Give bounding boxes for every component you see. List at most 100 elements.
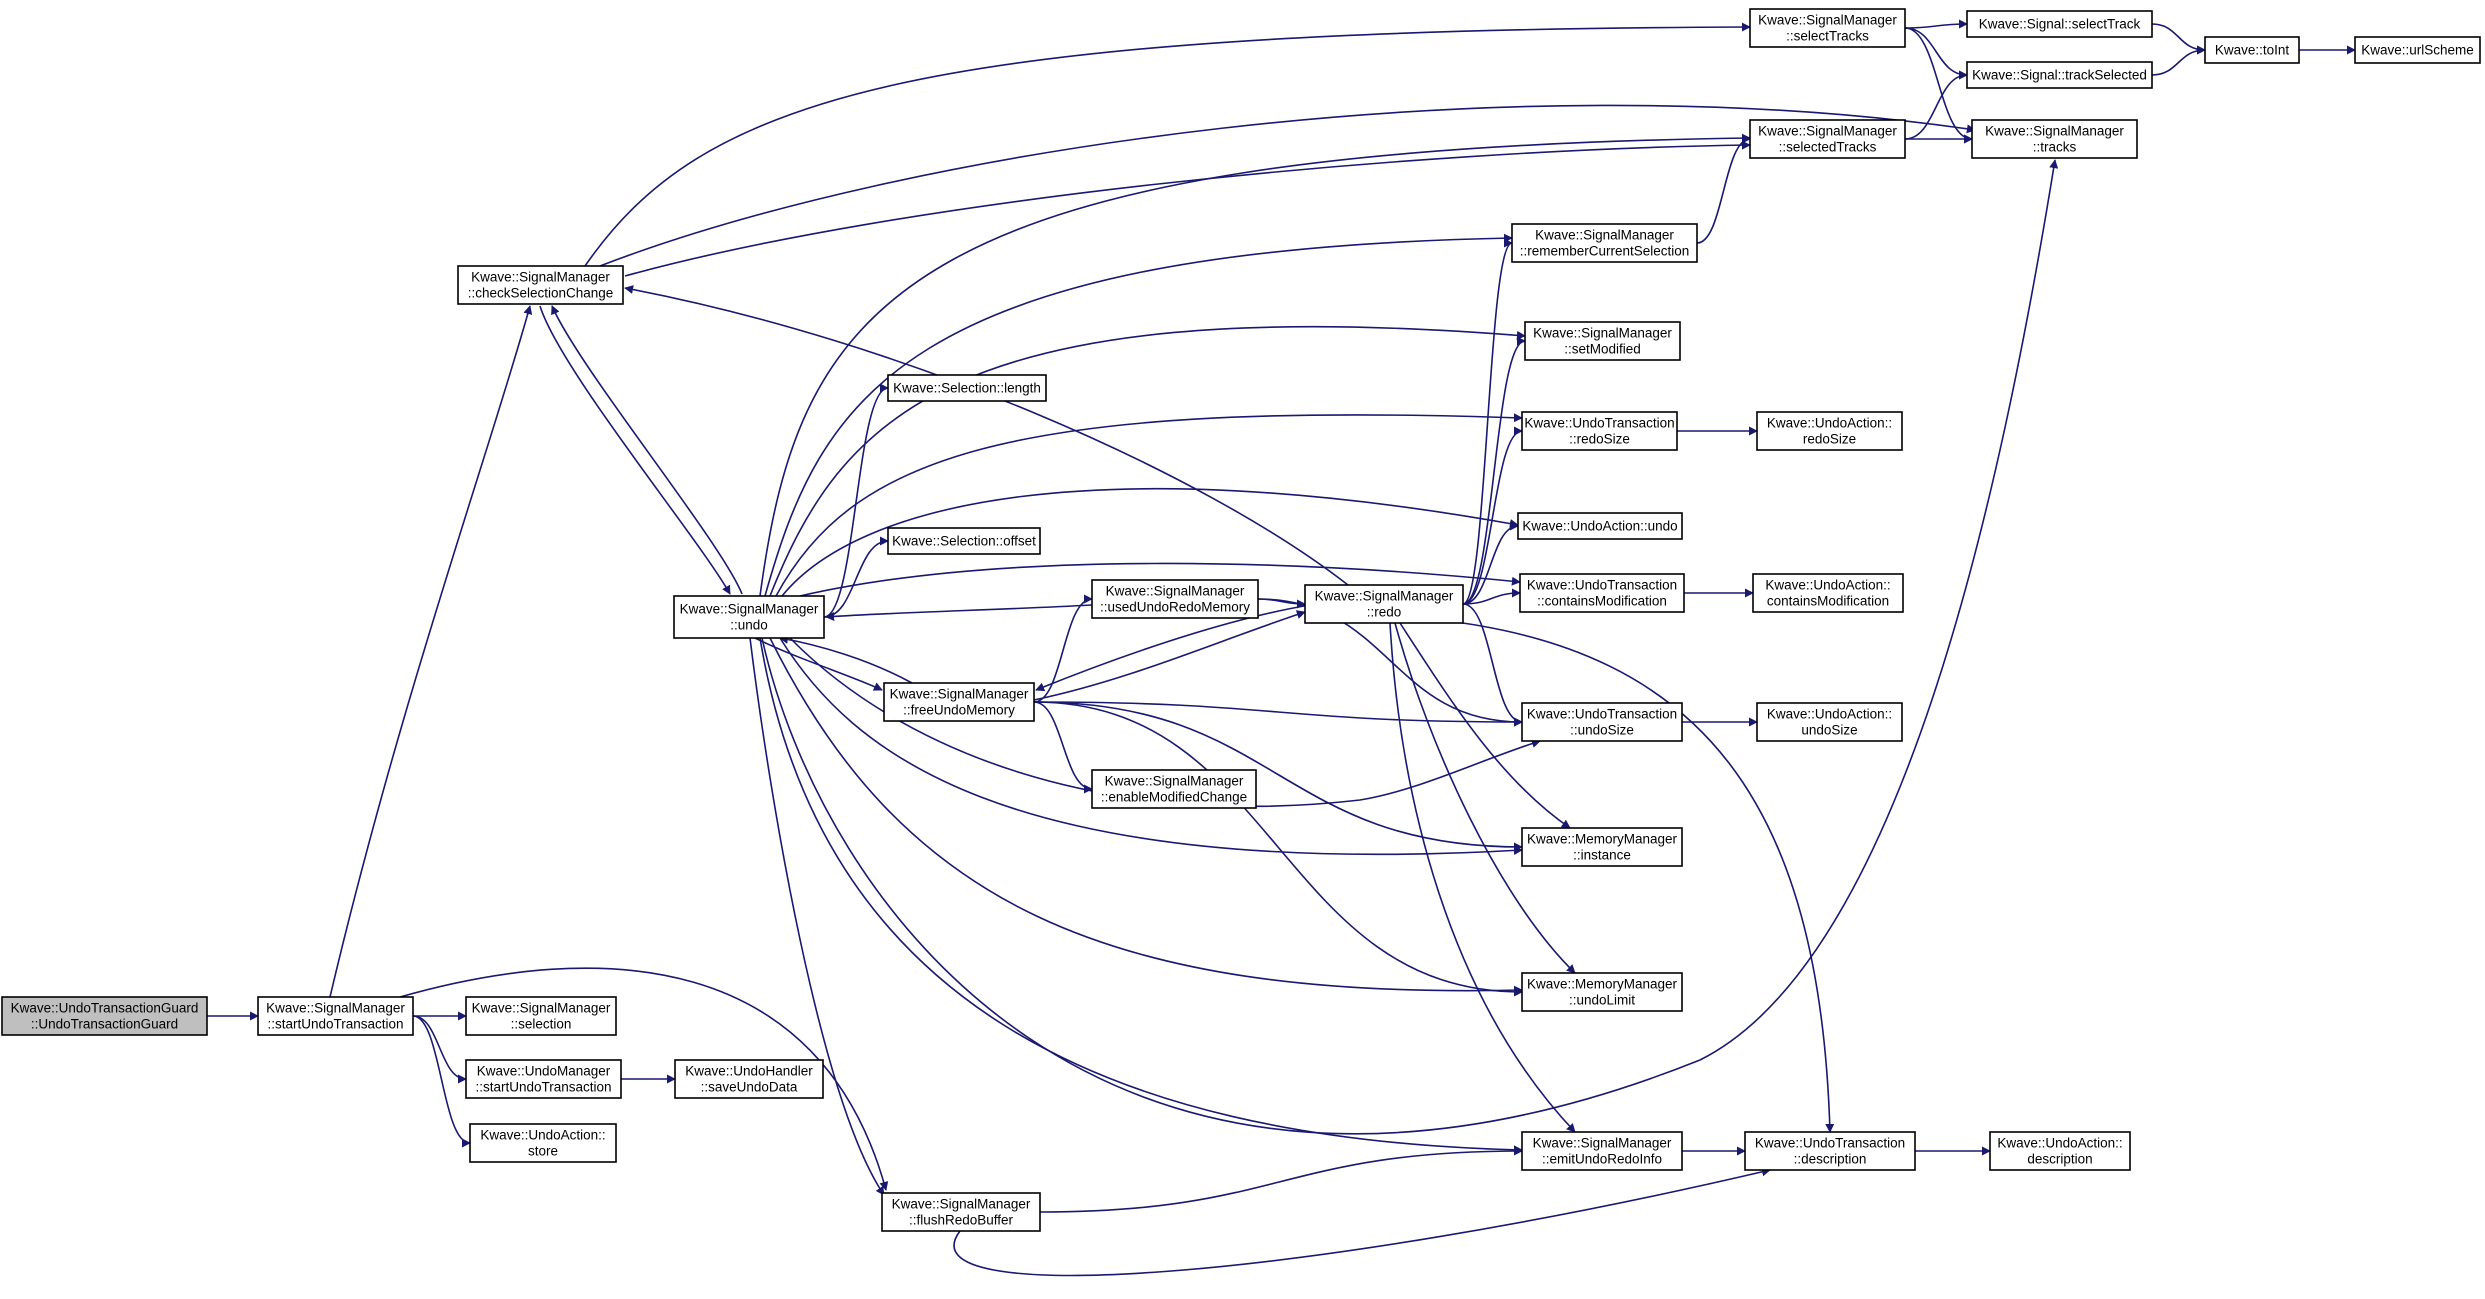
node-sigts[interactable]: Kwave::Signal::trackSelected [1966,61,2153,89]
node-undo[interactable]: Kwave::SignalManager::undo [673,595,825,639]
node-st[interactable]: Kwave::SignalManager::selectTracks [1749,8,1906,48]
node-label: Kwave::UndoAction:: [1997,1136,2122,1151]
edge-undo-to-rcs [764,233,1513,597]
node-box [1304,584,1464,624]
node-uaundo[interactable]: Kwave::UndoAction::undo [1517,512,1683,540]
node-umsut[interactable]: Kwave::UndoManager::startUndoTransaction [465,1059,622,1099]
edge-fum-to-mmi [1033,701,1523,852]
node-csc[interactable]: Kwave::SignalManager::checkSelectionChan… [457,265,624,305]
node-uacm[interactable]: Kwave::UndoAction::containsModification [1752,573,1904,613]
node-label: ::emitUndoRedoInfo [1542,1152,1662,1167]
node-label: Kwave::Selection::offset [892,534,1036,549]
node-label: ::enableModifiedChange [1101,790,1247,805]
edge-csc-to-st [584,22,1751,267]
node-redo[interactable]: Kwave::SignalManager::redo [1304,584,1464,624]
node-box [1989,1131,2131,1171]
edge-undo-to-utrs [775,413,1523,597]
node-label: ::selectedTracks [1779,140,1877,155]
node-mmi[interactable]: Kwave::MemoryManager::instance [1521,827,1683,867]
node-box [465,1059,622,1099]
edge-redo-to-utd [1439,619,1835,1133]
node-uas[interactable]: Kwave::UndoAction::store [469,1123,617,1163]
node-box [1091,579,1259,619]
node-label: ::setModified [1564,342,1641,357]
node-box [883,682,1035,722]
node-label: ::freeUndoMemory [903,703,1015,718]
nodes-layer: Kwave::UndoTransactionGuard::UndoTransac… [1,8,2481,1232]
node-utcm[interactable]: Kwave::UndoTransaction::containsModifica… [1519,573,1685,613]
node-label: Kwave::UndoManager [477,1064,611,1079]
node-label: Kwave::SignalManager [1533,1136,1672,1151]
node-label: ::undo [730,618,768,633]
node-seloff[interactable]: Kwave::Selection::offset [887,527,1041,555]
edge-redo-to-eur [1389,622,1576,1133]
node-label: ::UndoTransactionGuard [31,1017,178,1032]
node-box [1966,10,2153,38]
node-mmul[interactable]: Kwave::MemoryManager::undoLimit [1521,972,1683,1012]
node-label: Kwave::SignalManager [266,1001,405,1016]
node-emc[interactable]: Kwave::SignalManager::enableModifiedChan… [1091,769,1257,809]
edge-undo-to-frb [749,637,885,1196]
node-utg[interactable]: Kwave::UndoTransactionGuard::UndoTransac… [1,996,208,1036]
node-label: ::startUndoTransaction [475,1080,611,1095]
node-sdt[interactable]: Kwave::SignalManager::selectedTracks [1749,119,1906,159]
node-sellen[interactable]: Kwave::Selection::length [887,374,1047,402]
edge-undo-to-uaundo [781,487,1519,597]
node-rcs[interactable]: Kwave::SignalManager::rememberCurrentSel… [1511,223,1698,263]
node-eur[interactable]: Kwave::SignalManager::emitUndoRedoInfo [1521,1131,1683,1171]
edge-undo-to-eur [759,637,1523,1155]
node-label: Kwave::UndoAction:: [480,1128,605,1143]
node-box [2204,36,2300,64]
node-label: ::redoSize [1569,432,1630,447]
edge-undo-to-smt [761,159,2059,1135]
edge-st-to-smt [1904,27,1973,144]
node-uars[interactable]: Kwave::UndoAction::redoSize [1756,411,1903,451]
node-urm[interactable]: Kwave::SignalManager::usedUndoRedoMemory [1091,579,1259,619]
node-label: Kwave::UndoHandler [685,1064,813,1079]
edge-undo-to-mmul [769,637,1523,995]
node-box [1519,573,1685,613]
node-label: containsModification [1767,594,1889,609]
edge-sut-to-frb [399,967,889,1191]
node-sigst[interactable]: Kwave::Signal::selectTrack [1966,10,2153,38]
node-label: Kwave::UndoTransaction [1755,1136,1905,1151]
node-toint[interactable]: Kwave::toInt [2204,36,2300,64]
node-box [673,595,825,639]
node-label: Kwave::MemoryManager [1527,977,1678,992]
node-box [1521,1131,1683,1171]
node-smod[interactable]: Kwave::SignalManager::setModified [1524,321,1681,361]
node-url[interactable]: Kwave::urlScheme [2354,36,2481,64]
edge-fum-to-redo [1033,610,1306,701]
edge-sut-to-umsut [412,1015,467,1084]
node-uaus[interactable]: Kwave::UndoAction::undoSize [1756,702,1903,742]
node-uad[interactable]: Kwave::UndoAction::description [1989,1131,2131,1171]
node-label: Kwave::Signal::trackSelected [1972,68,2147,83]
node-fum[interactable]: Kwave::SignalManager::freeUndoMemory [883,682,1035,722]
node-smt[interactable]: Kwave::SignalManager::tracks [1971,119,2138,159]
node-frb[interactable]: Kwave::SignalManager::flushRedoBuffer [881,1192,1041,1232]
node-box [1521,972,1683,1012]
node-utrs[interactable]: Kwave::UndoTransaction::redoSize [1521,411,1678,451]
edge-undo-to-utcm [799,562,1521,597]
node-label: ::checkSelectionChange [468,286,614,301]
edge-st-to-sigst [1904,19,1968,29]
node-label: Kwave::Signal::selectTrack [1979,17,2141,32]
node-label: ::startUndoTransaction [267,1017,403,1032]
node-label: Kwave::SignalManager [1105,774,1244,789]
node-label: ::selection [511,1017,572,1032]
node-label: ::containsModification [1537,594,1667,609]
edge-sigts-to-toint [2151,45,2206,76]
node-label: store [528,1144,558,1159]
edge-csc-to-smt [599,104,1976,267]
node-box [1749,119,1906,159]
node-uhs[interactable]: Kwave::UndoHandler::saveUndoData [674,1059,824,1099]
node-utd[interactable]: Kwave::UndoTransaction::description [1744,1131,1916,1171]
node-sel[interactable]: Kwave::SignalManager::selection [465,996,617,1036]
node-utus[interactable]: Kwave::UndoTransaction::undoSize [1521,702,1683,742]
node-box [1521,827,1683,867]
node-sut[interactable]: Kwave::SignalManager::startUndoTransacti… [257,996,414,1036]
node-label: ::flushRedoBuffer [909,1213,1014,1228]
node-box [1511,223,1698,263]
node-label: Kwave::SignalManager [1106,584,1245,599]
edge-sut-to-csc [329,305,533,998]
